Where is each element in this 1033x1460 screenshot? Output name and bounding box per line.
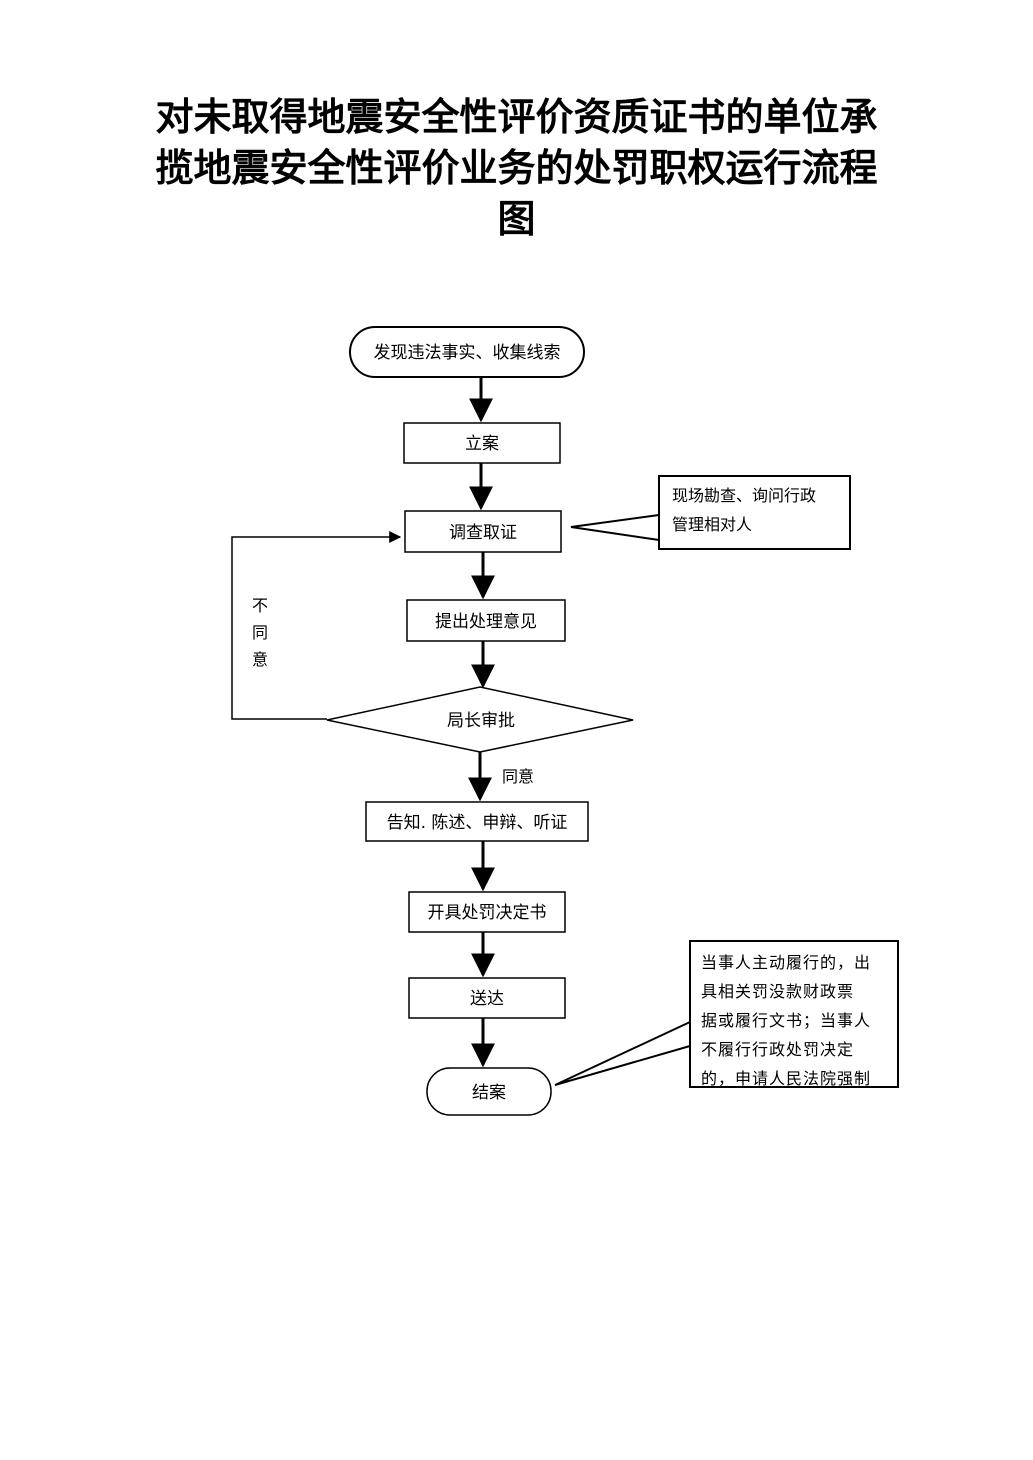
register-node-label: 立案 <box>465 434 499 454</box>
investigate-note-line-1: 现场勘查、询问行政 <box>672 486 817 505</box>
investigate-note: 现场勘查、询问行政 管理相对人 <box>672 481 816 539</box>
investigate-node <box>404 510 562 553</box>
close-note-line-4: 不履行行政处罚决定 <box>701 1040 855 1059</box>
disagree-label: 不 同 意 <box>250 592 270 673</box>
investigate-note-line-2: 管理相对人 <box>672 515 753 534</box>
disagree-char-2: 同 <box>251 623 268 642</box>
register-node <box>403 422 561 464</box>
investigate-callout-pointer <box>570 514 660 541</box>
opinion-node-label: 提出处理意见 <box>435 612 537 632</box>
close-node <box>426 1067 552 1116</box>
close-note-line-2: 具相关罚没款财政票 <box>701 982 855 1001</box>
opinion-node <box>406 599 566 642</box>
close-note-line-3: 据或履行文书；当事人 <box>701 1011 872 1030</box>
investigate-note-box <box>658 475 851 550</box>
page-title: 对未取得地震安全性评价资质证书的单位承 揽地震安全性评价业务的处罚职权运行流程 … <box>150 92 883 245</box>
close-note-line-1: 当事人主动履行的，出 <box>701 953 872 972</box>
title-line-3: 图 <box>497 197 536 241</box>
edge-disagree-loop <box>231 531 402 720</box>
close-note-line-5: 的，申请人民法院强制 <box>701 1069 872 1088</box>
close-callout-pointer <box>554 1021 691 1086</box>
decision-node-label: 开具处罚决定书 <box>428 903 547 923</box>
close-note-box <box>689 940 899 1088</box>
investigate-node-label: 调查取证 <box>449 523 517 543</box>
close-node-label: 结案 <box>472 1083 506 1103</box>
close-note: 当事人主动履行的，出 具相关罚没款财政票 据或履行文书；当事人 不履行行政处罚决… <box>701 948 871 1093</box>
deliver-node-label: 送达 <box>470 989 504 1009</box>
title-line-2: 揽地震安全性评价业务的处罚职权运行流程 <box>155 146 878 190</box>
decision-node <box>408 891 566 933</box>
agree-label: 同意 <box>502 767 535 786</box>
approval-node-label: 局长审批 <box>447 711 515 731</box>
start-node <box>349 326 585 378</box>
deliver-node <box>408 977 566 1019</box>
start-node-label: 发现违法事实、收集线索 <box>374 343 561 363</box>
notify-node <box>365 801 589 842</box>
disagree-char-3: 意 <box>251 650 268 669</box>
disagree-char-1: 不 <box>251 596 268 615</box>
notify-node-label: 告知. 陈述、申辩、听证 <box>387 813 568 833</box>
title-line-1: 对未取得地震安全性评价资质证书的单位承 <box>155 95 878 139</box>
